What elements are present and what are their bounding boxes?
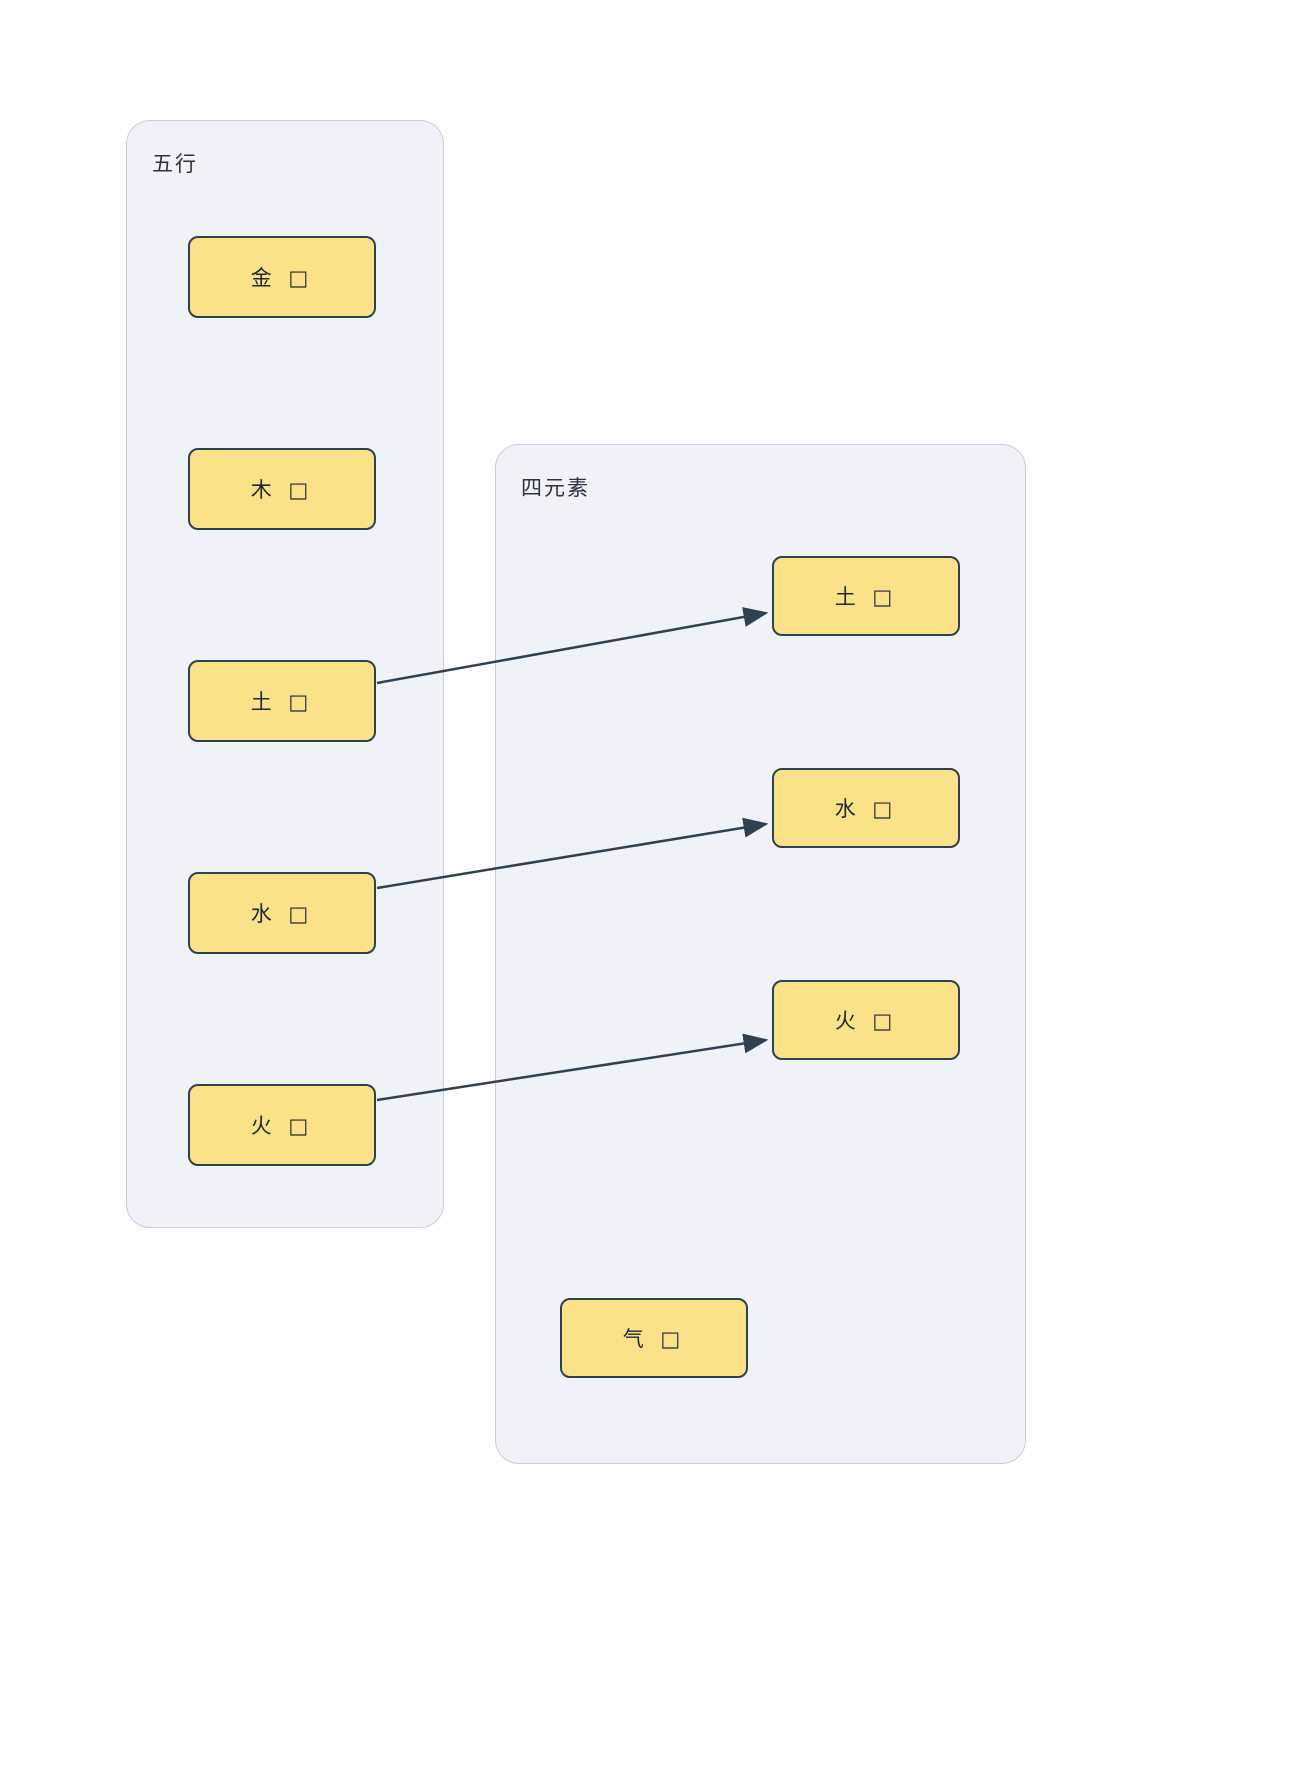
node-mu[interactable]: 木 □ [188, 448, 376, 530]
node-label-shui-left: 水 □ [250, 902, 314, 926]
node-shui-left[interactable]: 水 □ [188, 872, 376, 954]
node-huo-left[interactable]: 火 □ [188, 1084, 376, 1166]
subgraph-siyuansu-label: 四元素 [521, 476, 590, 500]
node-tu-right[interactable]: 土 □ [772, 556, 960, 636]
node-label-huo-right: 火 □ [834, 1009, 898, 1033]
node-jin[interactable]: 金 □ [188, 236, 376, 318]
node-label-jin: 金 □ [250, 266, 314, 290]
node-shui-right[interactable]: 水 □ [772, 768, 960, 848]
node-label-huo-left: 火 □ [250, 1114, 314, 1138]
node-qi[interactable]: 气 □ [560, 1298, 748, 1378]
node-label-shui-right: 水 □ [834, 797, 898, 821]
node-label-mu: 木 □ [250, 478, 314, 502]
subgraph-wuxing-label: 五行 [152, 152, 198, 176]
node-tu-left[interactable]: 土 □ [188, 660, 376, 742]
node-label-tu-left: 土 □ [250, 690, 314, 714]
node-label-tu-right: 土 □ [834, 585, 898, 609]
node-huo-right[interactable]: 火 □ [772, 980, 960, 1060]
node-label-qi: 气 □ [622, 1327, 686, 1351]
